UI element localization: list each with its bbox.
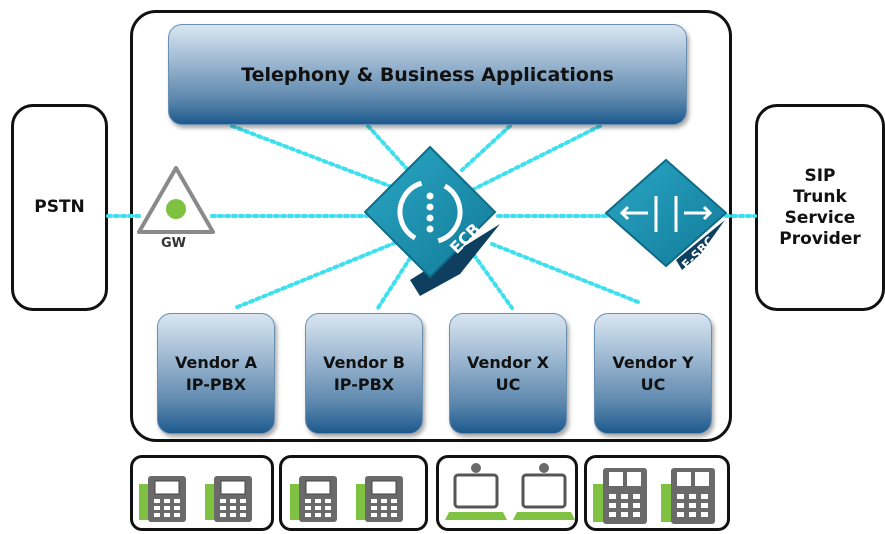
link-ecb-vendor-y — [490, 242, 640, 304]
title-banner: Telephony & Business Applications — [168, 24, 687, 125]
esbc-icon — [604, 158, 728, 270]
link-ecb-vendor-x — [472, 253, 514, 310]
device-group-x — [436, 455, 578, 531]
video-phone-icon — [593, 468, 647, 524]
ecb-icon — [363, 145, 500, 296]
ip-phone-icon — [290, 476, 337, 522]
gw-label: GW — [161, 236, 187, 251]
device-group-a — [130, 455, 274, 531]
link-title-ecb-2 — [366, 124, 410, 172]
ip-phone-icon — [356, 476, 403, 522]
sip-trunk-box: SIP Trunk Service Provider — [755, 104, 885, 311]
video-phone-icon — [661, 468, 715, 524]
ip-phone-icon — [139, 476, 186, 522]
pstn-box: PSTN — [11, 104, 108, 311]
link-ecb-vendor-a — [233, 238, 404, 310]
link-title-ecb-1 — [230, 124, 402, 192]
link-lines — [106, 124, 757, 310]
ip-phone-icon — [205, 476, 252, 522]
link-title-ecb-3 — [460, 124, 512, 172]
computer-icon — [445, 463, 507, 520]
link-ecb-vendor-b — [376, 250, 416, 310]
sip-trunk-label: SIP Trunk Service Provider — [779, 165, 861, 249]
page-title: Telephony & Business Applications — [241, 63, 614, 86]
device-group-y — [584, 455, 730, 531]
device-group-b — [279, 455, 428, 531]
computer-icon — [513, 463, 575, 520]
link-title-ecb-4 — [470, 124, 602, 192]
gateway-icon — [137, 166, 215, 234]
pstn-label: PSTN — [34, 197, 85, 217]
